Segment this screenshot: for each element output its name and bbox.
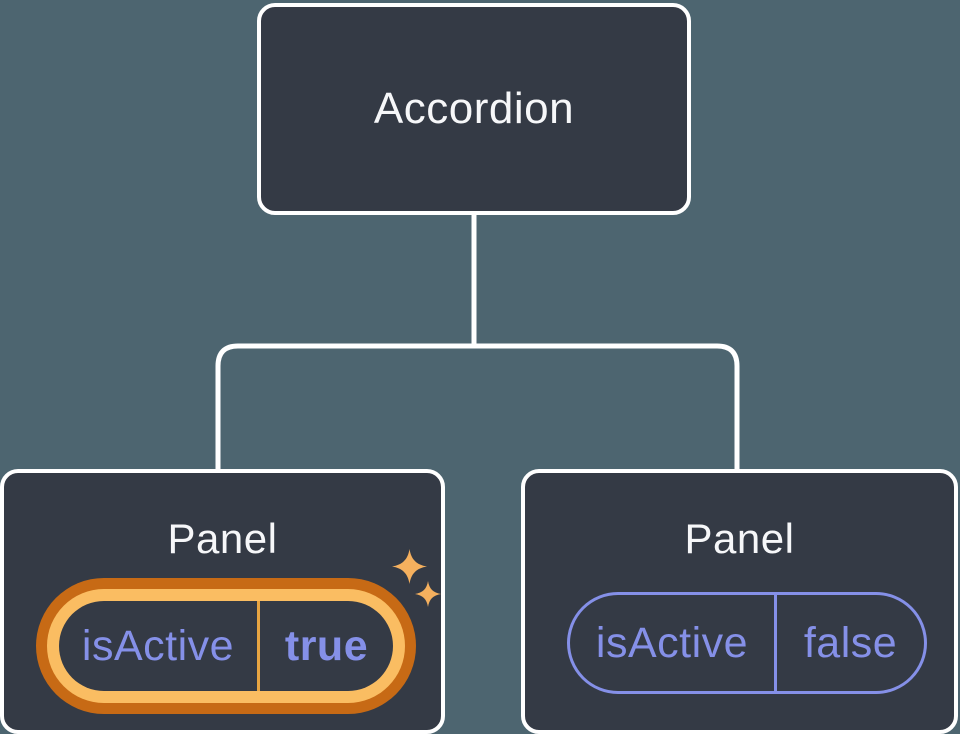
accordion-component-box: Accordion [257, 3, 691, 215]
panel-title: Panel [167, 515, 278, 562]
state-key-label: isActive [595, 618, 749, 667]
panel-title: Panel [684, 515, 795, 562]
state-pill-inactive: isActive false [567, 592, 927, 694]
connector-branch [215, 343, 740, 472]
panel-component-box-active: Panel isActive true [0, 469, 445, 734]
sparkle-icon-large [392, 549, 427, 584]
state-value-label: true [284, 621, 369, 670]
state-value-label: false [803, 618, 898, 667]
accordion-label: Accordion [373, 84, 575, 133]
pill-divider [257, 601, 260, 691]
sparkle-icon-small [415, 581, 441, 607]
state-pill-active: isActive true [59, 601, 393, 691]
panel-component-box-inactive: Panel isActive false [521, 469, 958, 734]
state-key-label: isActive [81, 621, 235, 670]
pill-divider [774, 595, 777, 691]
